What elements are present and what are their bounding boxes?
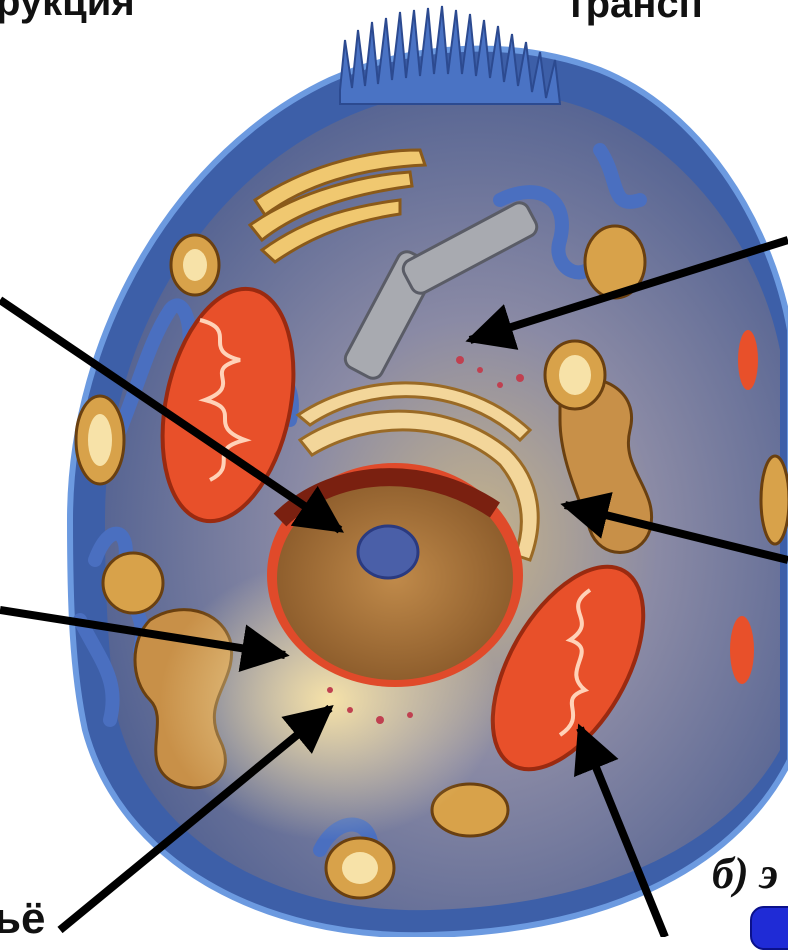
answer-badge[interactable] xyxy=(750,906,788,950)
mitochondrion-edge-2 xyxy=(730,616,754,684)
label-bottom-right: б) э xyxy=(712,848,778,899)
nucleus xyxy=(267,463,523,687)
label-top-right: трансп xyxy=(566,0,703,27)
label-top-left: рукция xyxy=(0,0,135,25)
microvilli xyxy=(340,6,560,104)
nucleolus xyxy=(358,526,418,578)
mitochondrion-edge-1 xyxy=(738,330,758,390)
